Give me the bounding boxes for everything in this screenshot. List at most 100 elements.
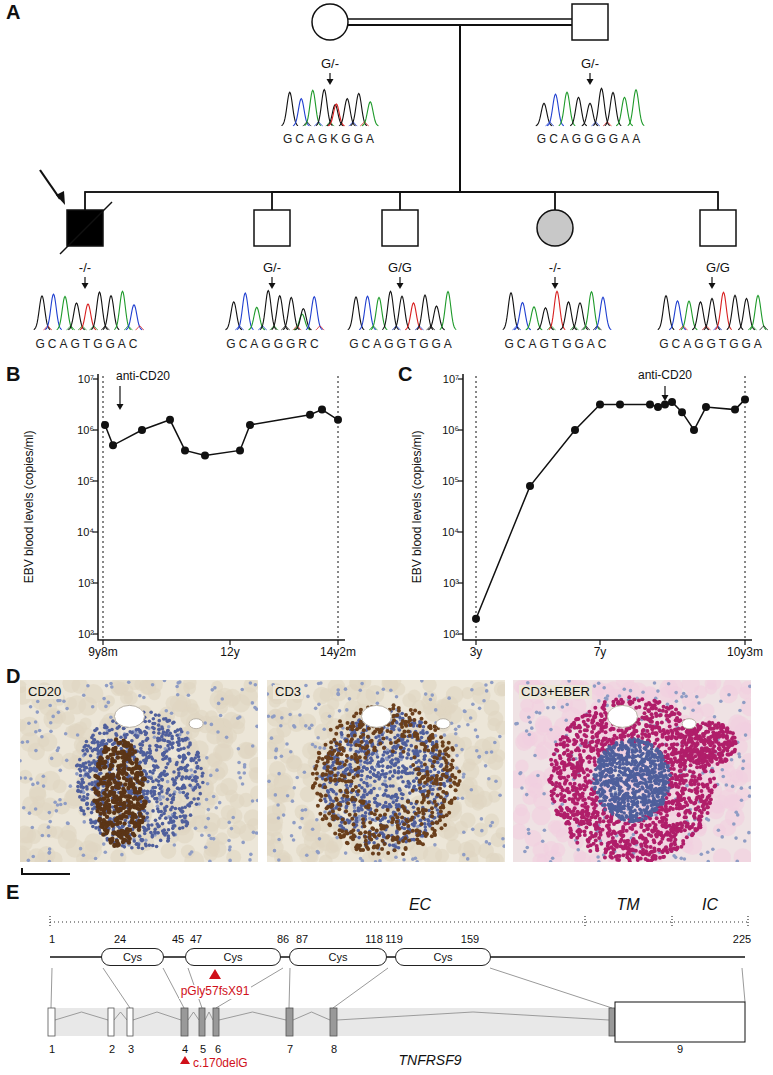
cd20-stain <box>127 784 131 788</box>
nucleus <box>63 802 67 806</box>
nucleus <box>91 705 95 709</box>
lymphocyte <box>163 770 167 774</box>
lymphocyte <box>91 741 95 745</box>
nucleus <box>48 860 52 862</box>
cd20-stain <box>124 814 128 818</box>
lymphocyte <box>179 766 183 770</box>
lymphocyte <box>182 747 186 751</box>
lymphocyte <box>161 738 165 742</box>
hepatocyte <box>20 848 28 862</box>
nucleus <box>50 757 54 761</box>
nucleus <box>109 682 113 686</box>
nucleus <box>56 803 60 807</box>
nucleus <box>55 809 59 813</box>
pointer-arrow <box>399 277 400 284</box>
hepatocyte <box>64 697 77 710</box>
lymphocyte <box>91 734 95 738</box>
lymphocyte <box>166 798 170 802</box>
nucleus <box>251 799 255 803</box>
lymphocyte <box>186 745 190 749</box>
lymphocyte <box>89 818 93 822</box>
nucleus <box>253 706 257 710</box>
lymphocyte <box>86 749 90 753</box>
treatment-arrow <box>119 386 120 405</box>
lymphocyte <box>177 742 181 746</box>
trace-peak <box>440 292 457 330</box>
lymphocyte <box>172 793 176 797</box>
lymphocyte <box>151 809 155 813</box>
lymphocyte <box>137 846 141 850</box>
nucleus <box>249 853 253 857</box>
proband-arrow <box>56 191 65 205</box>
lymphocyte <box>81 749 85 753</box>
vessel <box>189 719 203 729</box>
hepatocyte <box>239 793 253 807</box>
lymphocyte <box>183 806 187 810</box>
cd20-stain <box>118 781 122 785</box>
lymphocyte <box>128 824 132 828</box>
trace-peak <box>237 293 254 330</box>
lymphocyte <box>157 719 161 723</box>
cd20-stain <box>101 832 105 836</box>
lymphocyte <box>152 717 156 721</box>
data-line <box>476 399 745 618</box>
nucleus <box>22 806 26 810</box>
chromatogram <box>536 88 645 125</box>
lymphocyte <box>98 731 102 735</box>
cd20-stain <box>96 793 100 797</box>
cd20-stain <box>113 818 117 822</box>
cd20-stain <box>103 749 107 753</box>
data-point <box>646 401 654 409</box>
nucleus <box>204 846 208 850</box>
lymphocyte <box>130 846 134 850</box>
hepatocyte <box>347 762 362 777</box>
hepatocyte <box>402 805 421 824</box>
lymphocyte <box>155 845 159 849</box>
nucleus <box>31 855 35 859</box>
chromatogram <box>281 90 378 126</box>
lymphocyte <box>87 760 91 764</box>
lymphocyte <box>186 792 190 796</box>
hepatocyte <box>28 848 45 862</box>
trace-peak <box>595 297 612 329</box>
lymphocyte <box>78 795 82 799</box>
lymphocyte <box>189 813 193 817</box>
pointer-arrow <box>552 283 559 289</box>
lymphocyte <box>156 807 160 811</box>
lymphocyte <box>181 755 185 759</box>
nucleus <box>86 684 90 688</box>
pointer-arrow <box>84 277 85 284</box>
pointer-arrow <box>709 283 716 289</box>
lymphocyte <box>160 802 164 806</box>
nucleus <box>82 693 86 697</box>
lymphocyte <box>139 747 143 751</box>
timepoint-line <box>103 376 104 640</box>
data-point <box>334 416 342 424</box>
nucleus <box>31 783 35 787</box>
nucleus <box>51 715 55 719</box>
nucleus <box>206 817 210 821</box>
nucleus <box>215 768 219 772</box>
nucleus <box>107 701 111 705</box>
cd20-stain <box>103 765 107 769</box>
lymphocyte <box>176 786 180 790</box>
hepatocyte <box>487 775 503 791</box>
lymphocyte <box>150 823 154 827</box>
hepatocyte <box>163 792 175 804</box>
cd20-stain <box>126 798 130 802</box>
hepatocyte <box>48 752 63 767</box>
cd20-stain <box>130 811 134 815</box>
lymphocyte <box>104 766 108 770</box>
lymphocyte <box>154 744 158 748</box>
lymphocyte <box>90 811 94 815</box>
lymphocyte <box>102 739 106 743</box>
lymphocyte <box>144 738 148 742</box>
nucleus <box>48 811 52 815</box>
lymphocyte <box>141 847 145 851</box>
lymphocyte <box>201 781 205 785</box>
trace-noise <box>136 326 144 330</box>
lymphocyte <box>95 740 99 744</box>
lymphocyte <box>174 781 178 785</box>
lymphocyte <box>99 771 103 775</box>
